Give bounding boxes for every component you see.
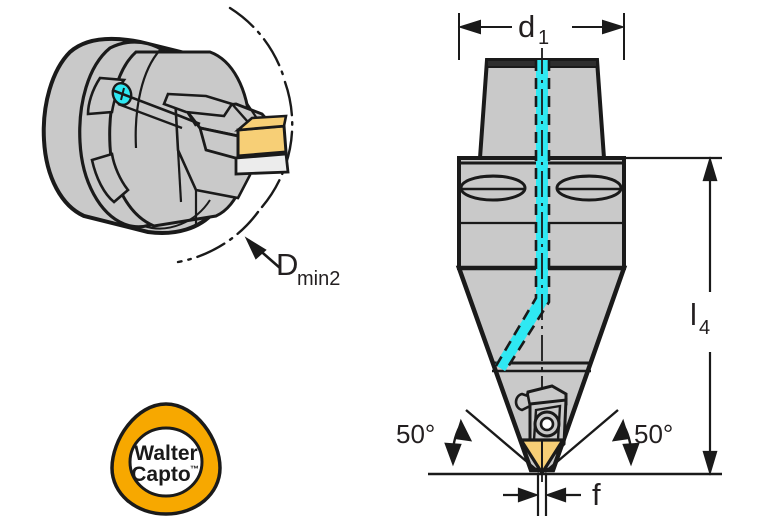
d1-dimension (457, 13, 626, 60)
front-view: d 1 (396, 9, 722, 516)
dmin2-circle-arc (176, 6, 294, 264)
angle-right-marker (544, 409, 640, 473)
clamp-slot-left (459, 174, 527, 202)
isometric-view: D min2 (41, 6, 340, 290)
angle-right-label: 50° (634, 419, 673, 449)
l4-dimension (624, 156, 722, 476)
l4-label-base: l (690, 297, 697, 332)
f-dimension (503, 474, 581, 516)
logo-line1: Walter (134, 442, 197, 465)
cutting-insert-iso (234, 114, 290, 176)
dmin2-leader (244, 236, 281, 269)
f-label: f (592, 477, 601, 512)
logo-trademark: ™ (190, 464, 199, 474)
l4-label-subscript: 4 (699, 317, 710, 339)
d1-label-subscript: 1 (538, 27, 549, 49)
clamp-slot-right (555, 174, 623, 202)
d1-label-base: d (518, 9, 535, 44)
angle-left-marker (444, 409, 540, 473)
dmin2-label-subscript: min2 (297, 268, 340, 290)
angle-left-label: 50° (396, 419, 435, 449)
cutting-insert-front (518, 438, 566, 476)
walter-capto-logo: Walter Capto ™ (110, 402, 222, 516)
logo-line2: Capto (131, 463, 191, 486)
dmin2-label-base: D (276, 247, 298, 282)
